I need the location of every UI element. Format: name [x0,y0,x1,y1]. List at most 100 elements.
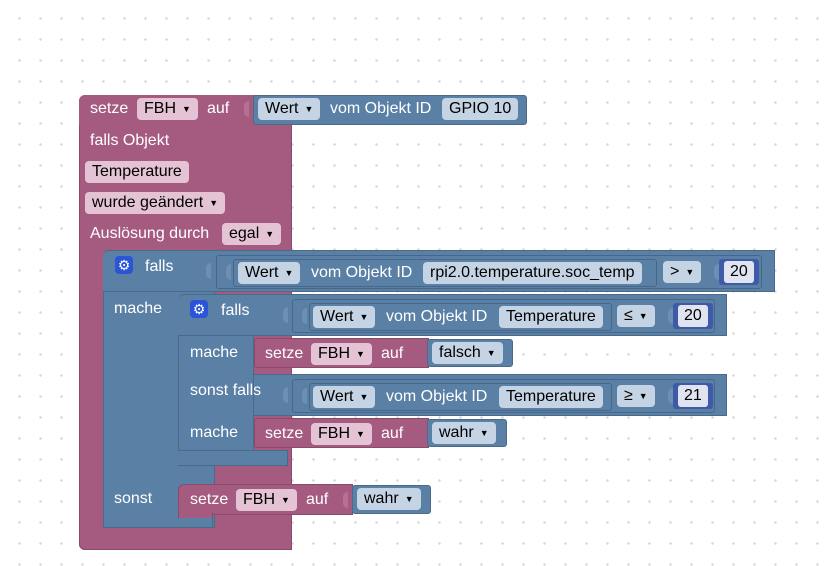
trigger-block-footer [79,536,292,550]
property-dropdown[interactable]: Wert ▼ [258,98,321,120]
gear-icon[interactable]: ⚙ [115,256,133,274]
inner-of-object-label: vom Objekt ID [386,308,488,325]
property-value: Wert [320,308,354,325]
variable-value: FBH [243,491,275,508]
gear-icon[interactable]: ⚙ [190,300,208,318]
elseif-of-object-label: vom Objekt ID [386,388,488,405]
outer-do-label: mache [114,300,163,317]
dropdown-arrow-icon: ▼ [486,348,496,358]
inner-object-id-field[interactable]: Temperature [499,306,603,328]
dropdown-arrow-icon: ▼ [281,495,290,505]
inner-elseif-label: sonst falls [190,382,262,399]
trigger-type-value: egal [229,225,260,242]
of-object-label: vom Objekt ID [330,100,432,117]
boolean-value: wahr [439,424,474,441]
elseif-compare-number[interactable]: 21 [673,383,713,409]
inner-property-dropdown[interactable]: Wert ▼ [313,306,376,328]
outer-if-label: falls [145,258,174,275]
dropdown-arrow-icon: ▼ [404,494,414,504]
set-label: setze [90,100,129,117]
dropdown-arrow-icon: ▼ [359,392,369,402]
number-connector [668,308,673,324]
to-label: auf [381,345,404,362]
inner-compare-number[interactable]: 20 [673,303,713,329]
number-value: 21 [678,385,708,407]
dropdown-arrow-icon: ▼ [479,428,489,438]
inner-if-label: falls [221,302,250,319]
object-id-value: GPIO 10 [449,100,512,117]
elseif-operator-dropdown[interactable]: ≥▼ [617,385,655,407]
boolean-dropdown[interactable]: falsch ▼ [432,342,503,364]
dropdown-arrow-icon: ▼ [284,268,294,278]
operator-value: ≥ [624,387,633,404]
operator-value: ≤ [624,307,633,324]
outer-of-object-label: vom Objekt ID [311,264,413,281]
object-id-field[interactable]: GPIO 10 [442,98,519,120]
value-connector [302,388,307,404]
boolean-dropdown[interactable]: wahr ▼ [357,488,421,510]
trigger-object-field[interactable]: Temperature [85,161,189,183]
inner-do-label: mache [190,344,239,361]
dropdown-arrow-icon: ▼ [359,312,369,322]
variable-dropdown[interactable]: FBH▼ [311,343,372,365]
outer-compare-number[interactable]: 20 [719,259,759,285]
dropdown-arrow-icon: ▼ [209,198,219,208]
variable-dropdown[interactable]: FBH ▼ [311,423,372,445]
inner-if-footer [178,450,288,466]
variable-dropdown[interactable]: FBH ▼ [137,98,198,120]
elseif-object-id-field[interactable]: Temperature [499,386,603,408]
operator-value: > [670,263,680,280]
if-object-label: falls Objekt [90,132,170,149]
number-connector [668,388,673,404]
outer-object-id-field[interactable]: rpi2.0.temperature.soc_temp [423,262,642,284]
object-id-value: rpi2.0.temperature.soc_temp [430,264,635,281]
dropdown-arrow-icon: ▼ [265,229,275,239]
dropdown-arrow-icon: ▼ [638,311,648,321]
object-id-value: Temperature [506,308,596,325]
trigger-label: Auslösung durch [90,225,210,242]
variable-value: FBH [318,425,350,442]
condition-connector [283,387,288,403]
else-label: sonst [114,490,153,507]
condition-connector [283,307,288,323]
to-label: auf [306,491,329,508]
number-connector [714,264,719,280]
outer-if-footer [103,518,213,528]
outer-operator-dropdown[interactable]: >▼ [663,261,702,283]
variable-value: FBH [144,100,176,117]
event-value: wurde geändert [92,194,204,211]
property-value: Wert [265,100,299,117]
boolean-value: falsch [439,344,481,361]
number-value: 20 [678,305,708,327]
inner-operator-dropdown[interactable]: ≤▼ [617,305,655,327]
boolean-dropdown[interactable]: wahr ▼ [432,422,496,444]
value-connector [226,264,231,280]
trigger-type-dropdown[interactable]: egal ▼ [222,223,282,245]
to-label: auf [381,425,404,442]
set-label: setze [190,491,229,508]
dropdown-arrow-icon: ▼ [685,267,695,277]
property-value: Wert [320,388,354,405]
trigger-object-value: Temperature [92,163,182,180]
value-connector [302,308,307,324]
dropdown-arrow-icon: ▼ [356,349,365,359]
set-label: setze [265,425,304,442]
variable-dropdown[interactable]: FBH ▼ [236,489,297,511]
to-label: auf [207,100,230,117]
outer-property-dropdown[interactable]: Wert ▼ [238,262,301,284]
dropdown-arrow-icon: ▼ [638,391,648,401]
number-value: 20 [724,261,754,283]
set-label: setze [265,345,304,362]
elseif-do-label: mache [190,424,239,441]
event-dropdown[interactable]: wurde geändert ▼ [85,192,226,214]
dropdown-arrow-icon: ▼ [182,104,191,114]
object-id-value: Temperature [506,388,596,405]
dropdown-arrow-icon: ▼ [356,429,365,439]
input-connector [343,492,348,508]
input-connector [244,101,249,117]
condition-connector [206,263,211,279]
elseif-property-dropdown[interactable]: Wert ▼ [313,386,376,408]
dropdown-arrow-icon: ▼ [304,104,314,114]
boolean-value: wahr [364,490,399,507]
property-value: Wert [245,264,279,281]
